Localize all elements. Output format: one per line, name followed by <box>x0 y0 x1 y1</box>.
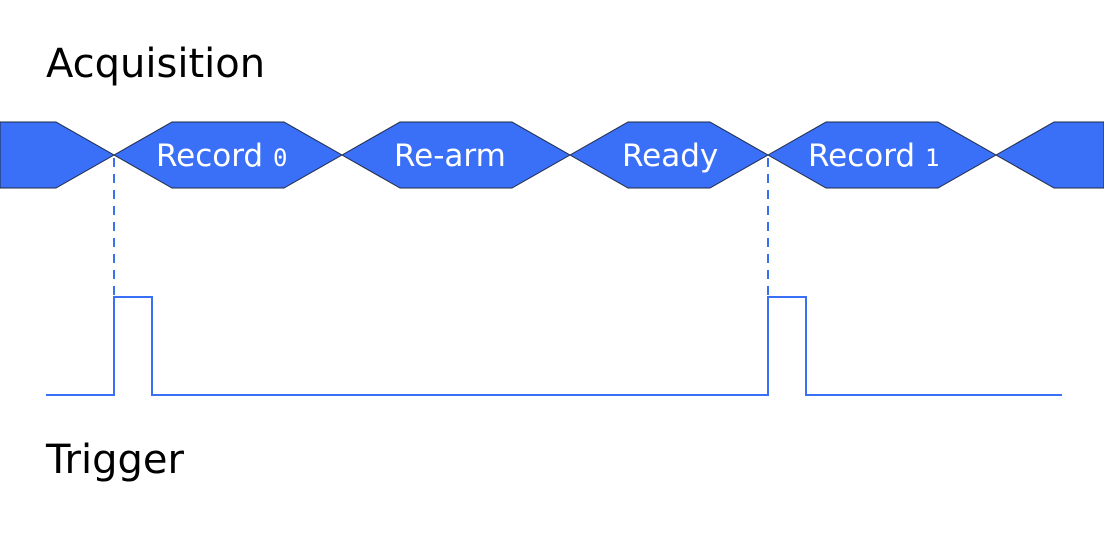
acquisition-title: Acquisition <box>46 41 266 87</box>
bus-segment-start <box>0 121 116 189</box>
trigger-waveform <box>46 296 1062 396</box>
segment-label-record-1: Record 1 <box>808 138 939 174</box>
segment-label-re-arm: Re-arm <box>394 138 506 174</box>
trigger-title: Trigger <box>46 437 184 483</box>
acquisition-bus <box>0 121 1104 189</box>
segment-label-ready: Ready <box>622 138 718 174</box>
segment-label-record-0: Record 0 <box>156 138 287 174</box>
bus-segment-end <box>994 121 1104 189</box>
